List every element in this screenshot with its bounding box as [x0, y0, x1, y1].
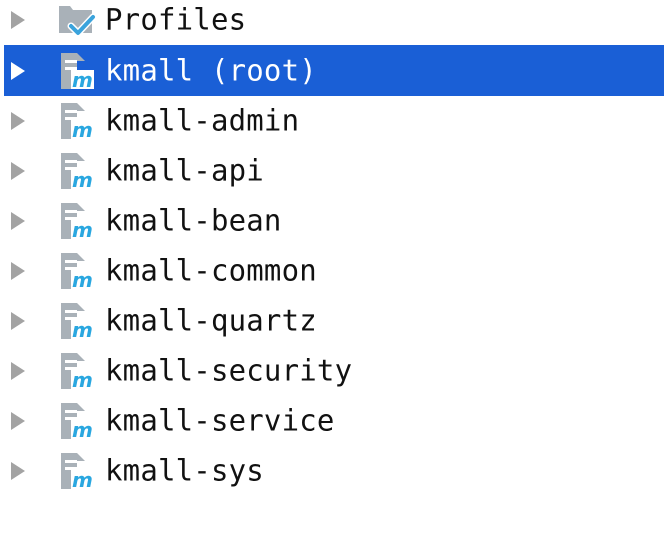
expand-arrow-icon[interactable] — [10, 461, 26, 481]
expand-arrow-icon[interactable] — [10, 211, 26, 231]
expand-arrow-icon[interactable] — [10, 361, 26, 381]
tree-item-label: kmall-service — [105, 403, 335, 438]
tree-row-kmall-bean[interactable]: m kmall-bean — [4, 196, 664, 246]
expand-arrow-icon[interactable] — [10, 111, 26, 131]
svg-text:m: m — [72, 268, 93, 291]
svg-text:m: m — [72, 418, 93, 441]
tree-item-label: kmall-security — [105, 353, 353, 388]
svg-text:m: m — [72, 318, 93, 341]
svg-text:m: m — [72, 468, 93, 491]
maven-module-icon: m — [56, 201, 96, 241]
tree-item-label: kmall-api — [105, 153, 264, 188]
tree-item-label: kmall-bean — [105, 203, 282, 238]
expand-arrow-icon[interactable] — [10, 161, 26, 181]
tree-row-kmall-api[interactable]: m kmall-api — [4, 146, 664, 196]
maven-module-icon: m — [56, 451, 96, 491]
maven-module-icon: m — [56, 401, 96, 441]
tree-item-label: Profiles — [105, 2, 247, 37]
tree-item-label: kmall (root) — [105, 52, 317, 87]
tree-row-kmall-security[interactable]: m kmall-security — [4, 346, 664, 396]
maven-module-icon: m — [56, 301, 96, 341]
expand-arrow-icon[interactable] — [10, 261, 26, 281]
tree-item-label: kmall-quartz — [105, 303, 317, 338]
tree-row-kmall-common[interactable]: m kmall-common — [4, 246, 664, 296]
maven-module-icon: m — [56, 51, 96, 91]
expand-arrow-icon[interactable] — [10, 61, 26, 81]
tree-item-label: kmall-sys — [105, 453, 264, 488]
maven-module-icon: m — [56, 101, 96, 141]
maven-module-icon: m — [56, 251, 96, 291]
tree-item-label: kmall-common — [105, 253, 317, 288]
profiles-folder-check-icon — [56, 0, 96, 40]
tree-row-kmall-service[interactable]: m kmall-service — [4, 396, 664, 446]
tree-row-kmall-sys[interactable]: m kmall-sys — [4, 446, 664, 496]
tree-row-kmall-root[interactable]: m kmall (root) — [4, 45, 664, 96]
svg-text:m: m — [72, 68, 93, 91]
maven-module-icon: m — [56, 351, 96, 391]
svg-text:m: m — [72, 168, 93, 191]
expand-arrow-icon[interactable] — [10, 10, 26, 30]
tree-row-profiles[interactable]: Profiles — [4, 0, 664, 44]
tree-row-kmall-quartz[interactable]: m kmall-quartz — [4, 296, 664, 346]
svg-text:m: m — [72, 218, 93, 241]
tree-item-label: kmall-admin — [105, 103, 300, 138]
tree-row-kmall-admin[interactable]: m kmall-admin — [4, 96, 664, 146]
maven-module-icon: m — [56, 151, 96, 191]
expand-arrow-icon[interactable] — [10, 411, 26, 431]
expand-arrow-icon[interactable] — [10, 311, 26, 331]
svg-text:m: m — [72, 118, 93, 141]
svg-text:m: m — [72, 368, 93, 391]
